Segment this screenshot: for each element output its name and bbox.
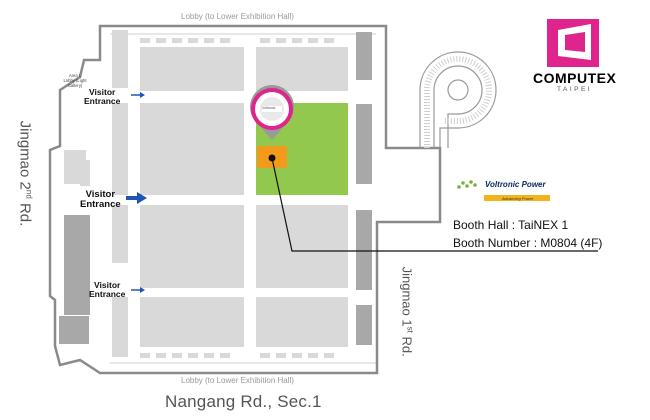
road-right-tail: Rd. xyxy=(399,332,415,357)
visitor-entrance-2: Visitor Entrance xyxy=(80,190,121,210)
lobby-label-top: Lobby (to Lower Exhibition Hall) xyxy=(181,12,294,21)
booth-dot xyxy=(268,154,276,162)
road-left-main: Jingmao 2 xyxy=(16,120,34,190)
hall-blocks xyxy=(140,47,348,347)
entrance-line1: Visitor xyxy=(89,87,116,97)
booth-number-text: Booth Number : M0804 (4F) xyxy=(453,236,603,250)
road-left-sup: nd xyxy=(24,189,34,199)
bottom-stripes xyxy=(140,353,334,358)
arrow-right-icon xyxy=(131,287,145,293)
pin-label: Voltronic xyxy=(262,106,276,110)
visitor-entrance-3: Visitor Entrance xyxy=(89,281,125,299)
computex-wordmark: COMPUTEX xyxy=(533,70,617,86)
road-right-main: Jingmao 1 xyxy=(399,266,415,327)
road-left-tail: Rd. xyxy=(16,198,34,227)
visitor-entrance-1: Visitor Entrance xyxy=(84,88,120,106)
block-c1 xyxy=(140,205,244,288)
arrow-right-icon xyxy=(126,192,147,204)
entrance-line1: Visitor xyxy=(85,189,116,200)
road-label-bottom: Nangang Rd., Sec.1 xyxy=(165,392,322,411)
voltronic-power-logo-icon xyxy=(457,180,550,201)
block-b1 xyxy=(140,103,244,195)
block-a2 xyxy=(256,47,348,91)
road-label-right: Jingmao 1st Rd. xyxy=(399,264,414,360)
exhibitor-tagline: Advancing Power xyxy=(502,196,534,201)
left-structures xyxy=(59,150,90,344)
exhibitor-name: Voltronic Power xyxy=(485,180,546,189)
location-pin-icon xyxy=(250,85,294,140)
lobby-label-bottom: Lobby (to Lower Exhibition Hall) xyxy=(181,376,294,385)
computex-subtitle: TAIPEI xyxy=(557,86,593,93)
entrance-line1: Visitor xyxy=(94,280,121,290)
area-lobby-label: Area L Lobby (Light Gallery) xyxy=(63,73,87,88)
entrance-line2: Entrance xyxy=(89,289,126,299)
entrance-line2: Entrance xyxy=(80,199,121,210)
block-a1 xyxy=(140,47,244,91)
top-stripes xyxy=(140,38,334,43)
block-d2 xyxy=(256,297,348,347)
entrance-line2: Entrance xyxy=(84,96,121,106)
road-label-left: Jingmao 2nd Rd. xyxy=(17,119,34,229)
computex-logo-icon xyxy=(547,19,599,67)
block-c2 xyxy=(256,205,348,288)
spiral-ramp-icon xyxy=(419,51,497,148)
left-corridors xyxy=(112,30,128,357)
right-columns xyxy=(356,32,372,345)
arrow-right-icon xyxy=(131,92,145,98)
booth-hall-text: Booth Hall : TaiNEX 1 xyxy=(453,218,569,232)
leader-line xyxy=(271,157,598,252)
block-d1 xyxy=(140,297,244,347)
